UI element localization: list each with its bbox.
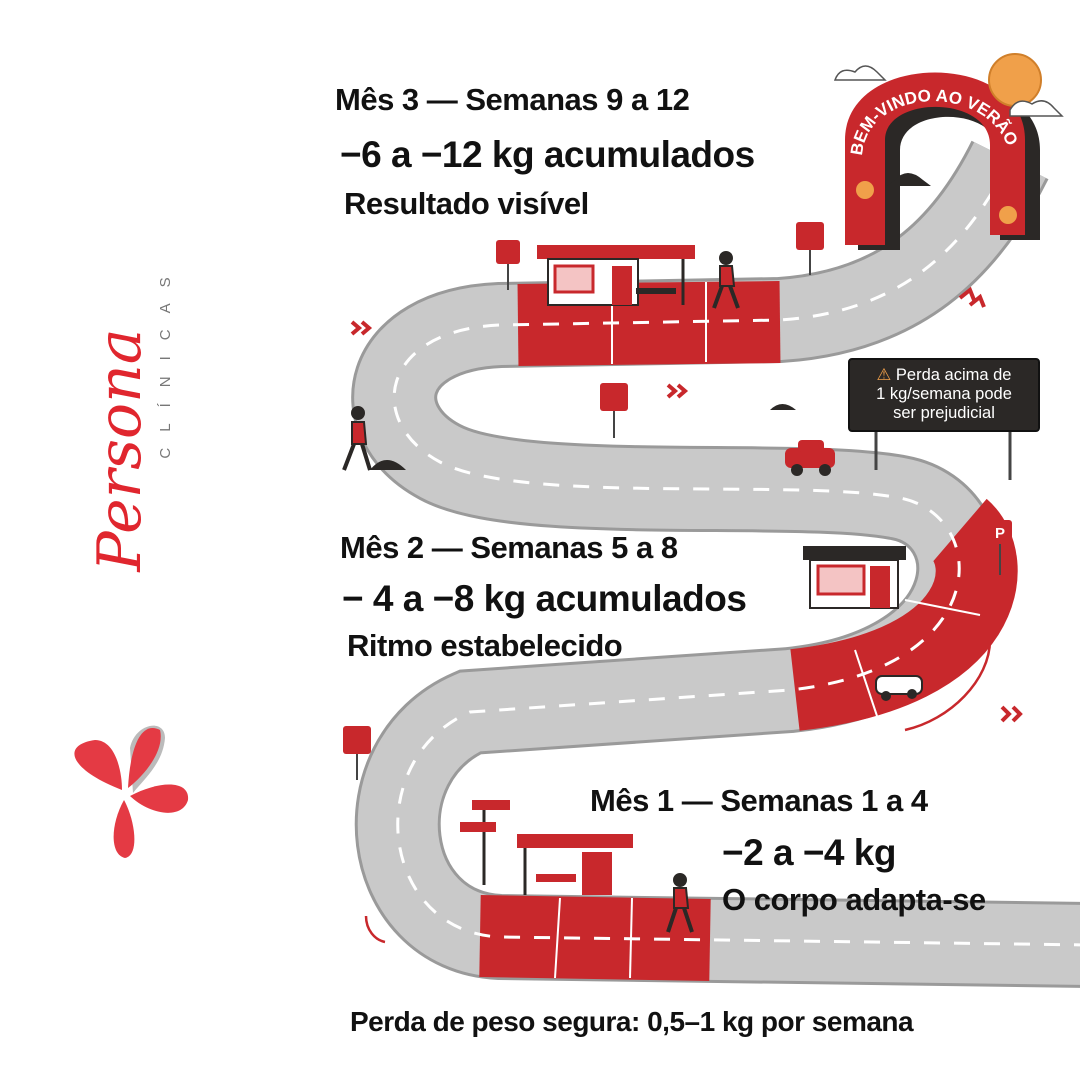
car-icon-white <box>875 675 923 701</box>
store-month2 <box>803 546 906 609</box>
bus-stop-month1 <box>460 800 633 895</box>
road-signs: P <box>343 222 1012 780</box>
month1-note: O corpo adapta-se <box>722 882 986 917</box>
warning-line-1: Perda acima de <box>895 366 1012 384</box>
segment-dividers <box>554 282 981 979</box>
direction-arrow-2 <box>364 915 386 944</box>
month3-heading: Mês 3 — Semanas 9 a 12 <box>335 82 690 117</box>
persona-flower-logo <box>74 725 189 858</box>
month1-heading: Mês 1 — Semanas 1 a 4 <box>590 783 928 818</box>
month3-note: Resultado visível <box>344 186 589 221</box>
warning-sign: ⚠ Perda acima de 1 kg/semana pode ser pr… <box>848 358 1040 432</box>
month2-result: − 4 a −8 kg acumulados <box>342 578 747 619</box>
month2-note: Ritmo estabelecido <box>347 628 623 663</box>
month1-result: −2 a −4 kg <box>722 832 896 873</box>
chevron-arrow-icons <box>350 286 1023 723</box>
arch-welcome-summer: BEM-VINDO AO VERÃO <box>845 53 1042 250</box>
month2-heading: Mês 2 — Semanas 5 a 8 <box>340 530 678 565</box>
month3-result: −6 a −12 kg acumulados <box>340 134 755 175</box>
brand-subtitle: CLÍNICAS <box>157 261 174 459</box>
road-center-line <box>392 159 1080 947</box>
parking-sign: P <box>995 525 1005 542</box>
brand-logo-wordmark: Persona <box>85 328 155 572</box>
cloud-icons <box>833 65 1064 117</box>
footer-safe-loss: Perda de peso segura: 0,5–1 kg por seman… <box>350 1006 914 1037</box>
road-red-segment-month2 <box>789 498 1018 731</box>
car-icon-red <box>785 440 835 476</box>
bus-stop-month3 <box>537 245 695 306</box>
direction-arrow <box>904 639 992 732</box>
warning-triangle-icon: ⚠ <box>876 366 892 384</box>
sun-icon <box>988 53 1042 107</box>
walker-icons <box>342 251 740 933</box>
warning-line-3: ser prejudicial <box>893 404 995 422</box>
warning-line-2: 1 kg/semana pode <box>876 385 1012 403</box>
